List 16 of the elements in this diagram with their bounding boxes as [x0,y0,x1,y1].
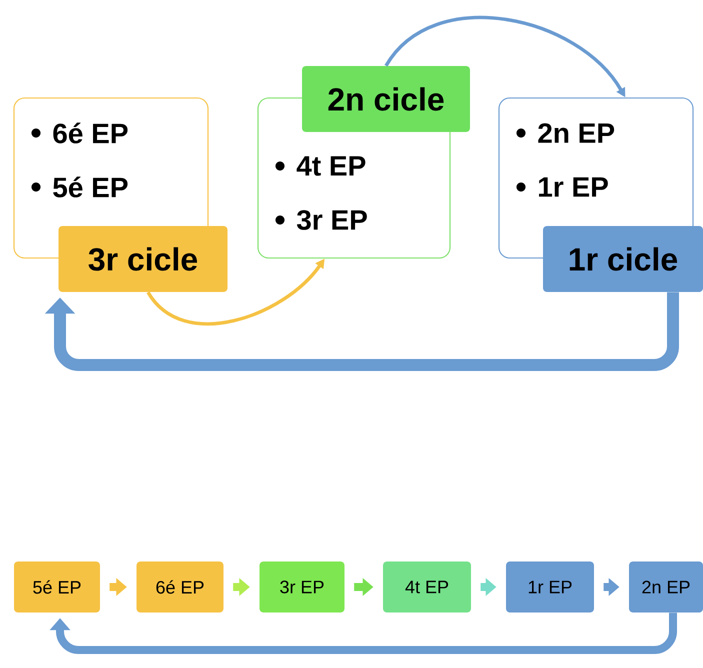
cycle-label: 1r cicle [543,226,703,292]
list-item: 1r EP [539,177,608,197]
grade-box: 3r EP [260,562,344,612]
list-item: 2n EP [538,123,614,143]
list-item: 4t EP [296,156,366,176]
cycle-label: 3r cicle [58,226,228,292]
grade-box: 4t EP [383,562,471,612]
grade-box: 2n EP [629,562,703,612]
list-item: 6é EP [53,122,128,144]
list-item: 5é EP [53,176,128,198]
cycle-label: 2n cicle [302,66,470,132]
list-item: 3r EP [296,210,367,230]
grade-box: 5é EP [14,562,100,612]
grade-box: 6é EP [136,562,224,612]
return-arrow [44,292,679,371]
grade-box: 1r EP [506,562,594,612]
